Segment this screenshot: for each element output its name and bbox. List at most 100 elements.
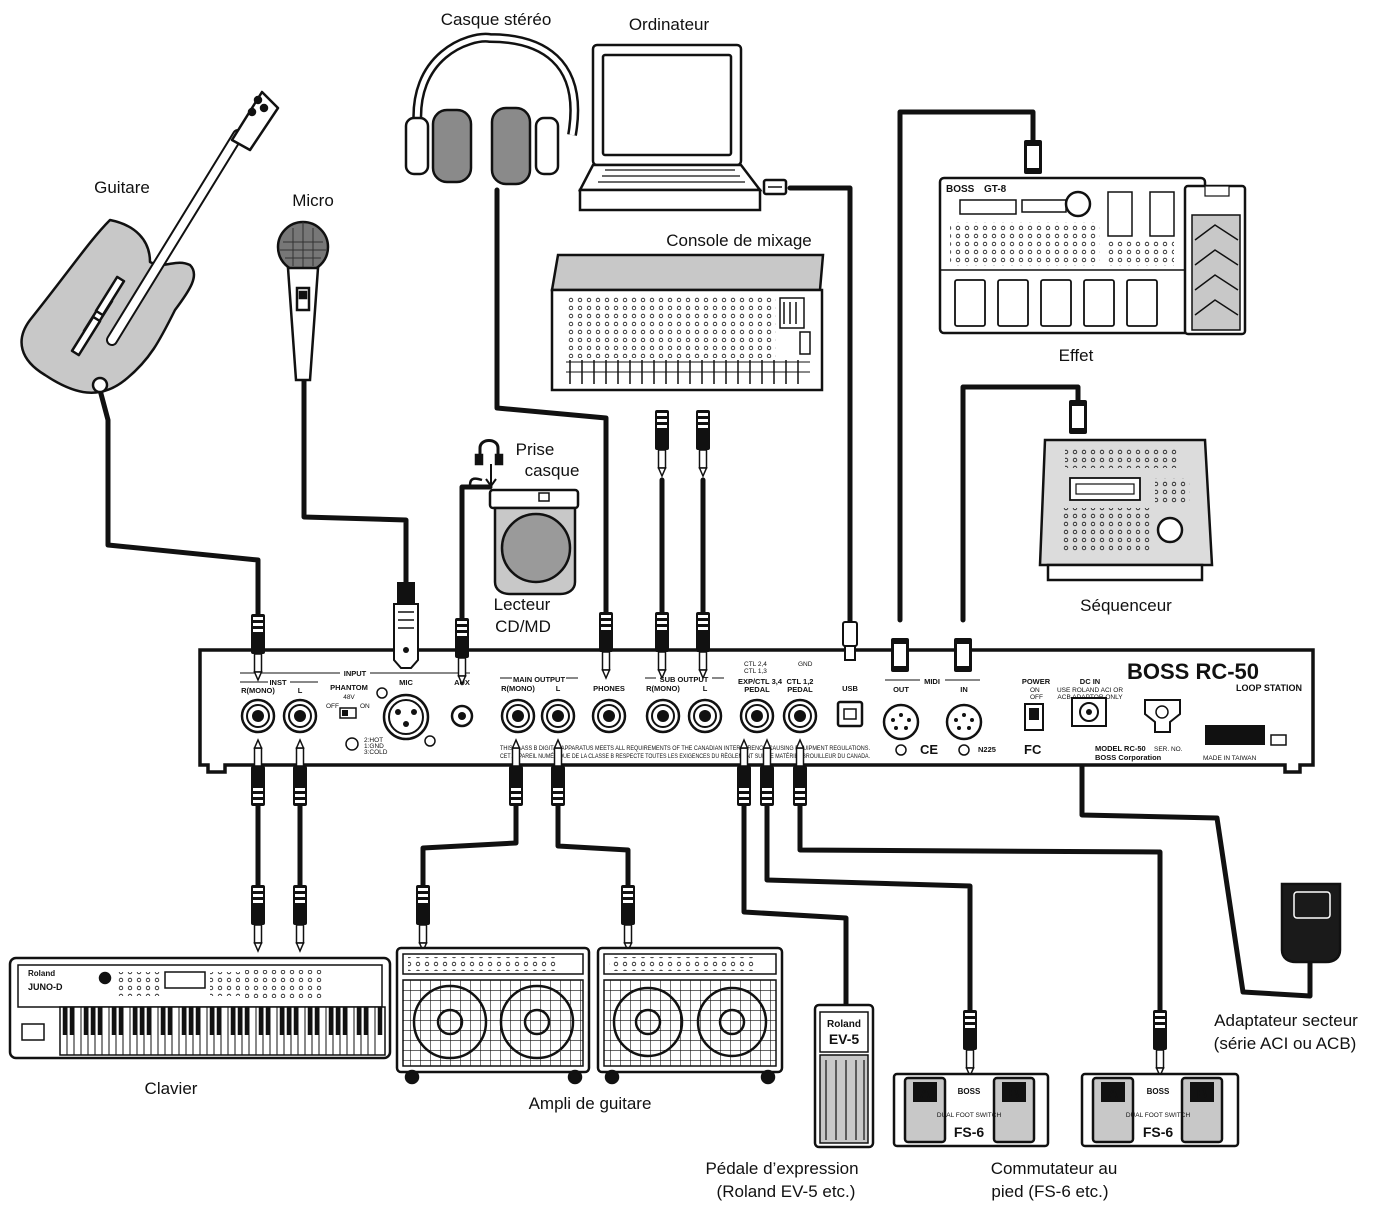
fs6-1-dual: DUAL FOOT SWITCH [937,1112,1002,1119]
aux-cable [459,484,493,628]
panel-n225: N225 [978,745,996,754]
label-guitar: Guitare [94,178,150,197]
fs6-2-dual: DUAL FOOT SWITCH [1126,1112,1191,1119]
footswitch-1-image: A B BOSS DUAL FOOT SWITCH FS-6 [892,1072,1050,1148]
fc-mark: FC [1024,742,1042,757]
fs6-cable-2 [797,792,1163,1023]
panel-inst-label: INST [269,678,287,687]
label-computer: Ordinateur [629,15,710,34]
panel-ctl13: CTL 1,3 [744,668,767,675]
panel-phantom-off: OFF [326,703,339,710]
label-phones-jack-1: Prise [516,440,555,459]
label-keyboard: Clavier [145,1079,198,1098]
panel-midi-label: MIDI [924,677,940,686]
panel-inst-l: L [298,686,303,695]
sequencer-image [1038,438,1214,582]
power-switch [1024,703,1044,731]
gt8-boss-brand: BOSS [946,184,975,195]
amp2-cable [555,792,631,895]
panel-ctl24: CTL 2,4 [744,661,767,668]
panel-made-in: MADE IN TAIWAN [1203,755,1257,762]
cables [97,109,1313,1023]
footswitch-2-image: A B BOSS DUAL FOOT SWITCH FS-6 [1080,1072,1240,1148]
fs6-1-button-b: B [1009,1085,1019,1101]
top-plugs [250,140,1087,685]
panel-pin-cold: 3:COLD [364,749,388,756]
label-adaptor-2: (série ACI ou ACB) [1214,1034,1357,1053]
keyboard-image: Roland JUNO-D [8,956,392,1060]
effect-unit-image: BOSS GT-8 [938,176,1247,336]
ev5-model: EV-5 [829,1031,860,1047]
panel-power-label: POWER [1022,677,1051,686]
panel-corporation: BOSS Corporation [1095,753,1162,762]
panel-mic-label: MIC [399,678,413,687]
fs6-2-model: FS-6 [1143,1124,1174,1140]
mic-image [276,220,330,382]
panel-model: MODEL RC-50 [1095,744,1146,753]
label-cd-player-2: CD/MD [495,617,551,636]
panel-phones-label: PHONES [593,684,625,693]
main-out-l-jack [540,698,576,734]
guitar-cable [97,387,261,623]
amp-1-image [395,946,591,1085]
label-amp: Ampli de guitare [529,1094,652,1113]
dc-in-jack [1071,697,1107,727]
midi-out-cable [897,109,1036,623]
sequencer-midi-plug [1069,400,1087,434]
usb-plug [842,621,858,661]
panel-power-on: ON [1030,687,1040,694]
fs6-2-button-b: B [1197,1085,1207,1101]
label-cd-player-1: Lecteur [494,595,551,614]
amp1-cable [420,792,519,898]
gt8-model: GT-8 [984,184,1007,195]
panel-jacks: CE FC [240,687,1287,757]
keyboard-r-end-plug [250,884,266,952]
label-expression-pedal-1: Pédale d’expression [705,1159,858,1178]
panel-phantom-on: ON [360,703,370,710]
panel-dc-in-label: DC IN [1080,677,1100,686]
panel-48v-label: 48V [343,694,355,701]
mic-xlr-jack [376,687,436,747]
security-slot [1270,734,1287,746]
amp2-end-plug [620,884,636,952]
panel-adaptor-note-1: USE ROLAND ACI OR [1057,687,1123,694]
panel-midi-in: IN [960,685,968,694]
panel-main-r-mono: R(MONO) [501,684,535,693]
fs6-2-button-a: A [1108,1085,1118,1101]
label-mixer: Console de mixage [666,231,812,250]
panel-sub-r-mono: R(MONO) [646,684,680,693]
panel-usb-label: USB [842,684,858,693]
panel-main-output-label: MAIN OUTPUT [513,675,565,684]
ev5-cable [741,792,849,1013]
keyboard-l-end-plug [292,884,308,952]
effect-midi-plug [1024,140,1042,174]
panel-loop-station: LOOP STATION [1236,683,1302,693]
midi-in-port [945,703,983,756]
cd-player-image [468,439,580,596]
inst-l-jack [282,698,318,734]
panel-power-off: OFF [1030,694,1043,701]
fs6-cable-1 [764,792,973,1023]
label-footswitch-2: pied (FS-6 etc.) [991,1182,1108,1201]
label-adaptor-1: Adaptateur secteur [1214,1011,1358,1030]
adaptor-cable [1079,722,1313,999]
fs6-1-model: FS-6 [954,1124,985,1140]
panel-gnd-label: GND [798,661,813,668]
headphones-image [404,32,580,186]
mixer-image [550,253,825,392]
main-out-r-jack [500,698,536,734]
fs6-1-brand: BOSS [958,1087,981,1096]
panel-pedal-1: PEDAL [744,685,770,694]
panel-input-label: INPUT [344,669,367,678]
label-expression-pedal-2: (Roland EV-5 etc.) [717,1182,856,1201]
label-mic: Micro [292,191,334,210]
amp-2-image [596,946,784,1085]
mic-cable [301,377,409,595]
label-footswitch-1: Commutateur au [991,1159,1118,1178]
panel-phantom-label: PHANTOM [330,683,368,692]
sub-out-l-jack [687,698,723,734]
fs6-2-brand: BOSS [1147,1087,1170,1096]
panel-pin-gnd: 1:GND [364,743,384,750]
label-sequencer: Séquenceur [1080,596,1172,615]
computer-image [577,43,788,212]
